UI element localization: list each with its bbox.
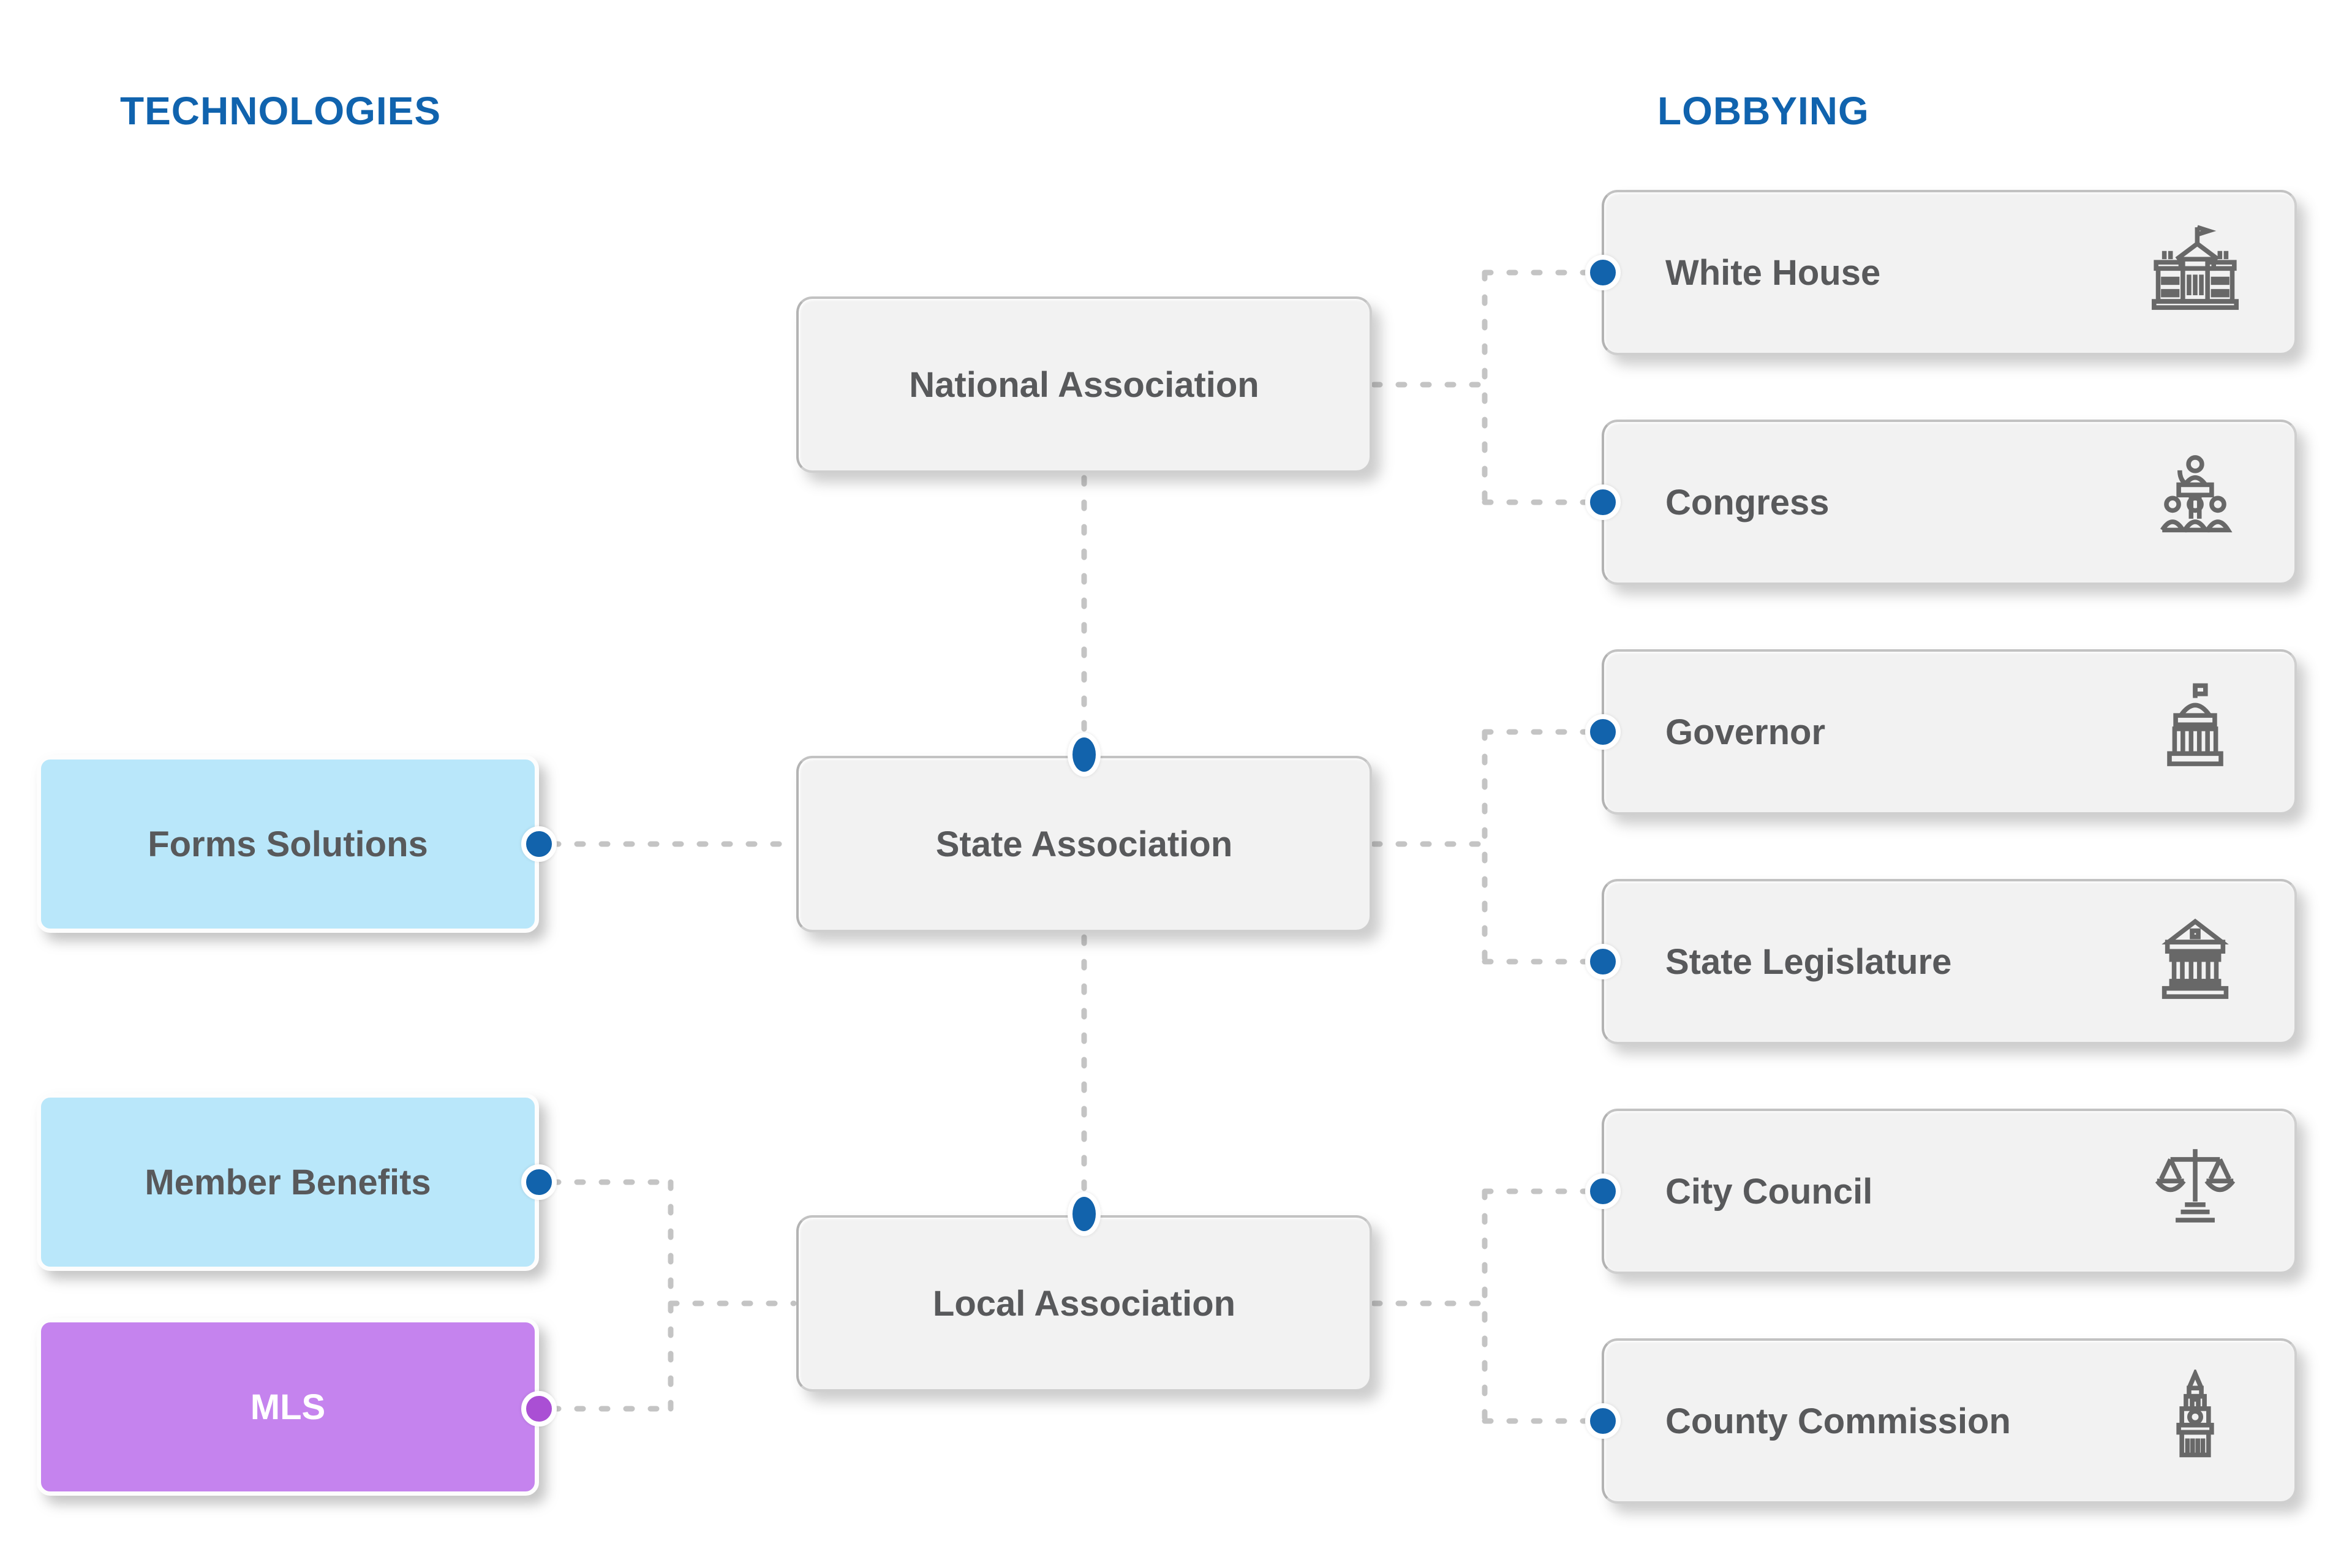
connector-dot-county-commission <box>1585 1403 1621 1439</box>
node-label: City Council <box>1665 1171 1873 1212</box>
capitol-dome-icon <box>2144 680 2247 783</box>
connector-dot-city-council <box>1585 1174 1621 1209</box>
node-label: Member Benefits <box>145 1162 431 1202</box>
connector-member-mls-to-local <box>549 1179 797 1412</box>
node-mls: MLS <box>37 1318 539 1496</box>
connector-dot-mls <box>521 1391 557 1427</box>
node-governor: Governor <box>1602 649 2297 815</box>
columned-building-icon <box>2144 910 2247 1013</box>
lobbying-header: LOBBYING <box>1657 89 1869 133</box>
node-white-house: White House <box>1602 190 2297 355</box>
connector-dot-state-legislature <box>1585 944 1621 979</box>
node-state-association: State Association <box>796 756 1372 932</box>
connector-dot-white-house <box>1585 255 1621 290</box>
congress-podium-icon <box>2144 451 2247 554</box>
node-label: White House <box>1665 252 1881 293</box>
connector-local-branch <box>1371 1188 1591 1424</box>
connector-dot-forms-solutions <box>521 826 557 862</box>
connector-dot-local-top <box>1068 1192 1101 1236</box>
node-label: MLS <box>250 1387 326 1427</box>
node-label: Local Association <box>932 1283 1236 1324</box>
connector-dot-governor <box>1585 714 1621 750</box>
node-local-association: Local Association <box>796 1215 1372 1392</box>
node-state-legislature: State Legislature <box>1602 879 2297 1044</box>
white-house-icon <box>2144 221 2247 324</box>
connector-dot-member-benefits <box>521 1164 557 1200</box>
node-forms-solutions: Forms Solutions <box>37 755 539 933</box>
connector-national-branch <box>1371 270 1591 505</box>
clock-tower-icon <box>2144 1368 2247 1472</box>
node-national-association: National Association <box>796 296 1372 473</box>
node-label: State Association <box>935 824 1233 864</box>
connector-state-branch <box>1371 729 1591 965</box>
node-label: Forms Solutions <box>148 824 428 864</box>
scales-of-justice-icon <box>2144 1140 2247 1243</box>
node-label: County Commission <box>1665 1401 2011 1441</box>
connector-dot-congress <box>1585 484 1621 520</box>
technologies-header: TECHNOLOGIES <box>120 89 442 133</box>
node-label: Congress <box>1665 482 1830 522</box>
node-city-council: City Council <box>1602 1109 2297 1274</box>
connector-dot-state-top <box>1068 733 1101 777</box>
node-member-benefits: Member Benefits <box>37 1093 539 1271</box>
node-label: Governor <box>1665 712 1826 752</box>
node-congress: Congress <box>1602 420 2297 585</box>
node-county-commission: County Commission <box>1602 1338 2297 1504</box>
node-label: State Legislature <box>1665 941 1952 982</box>
node-label: National Association <box>909 364 1259 405</box>
